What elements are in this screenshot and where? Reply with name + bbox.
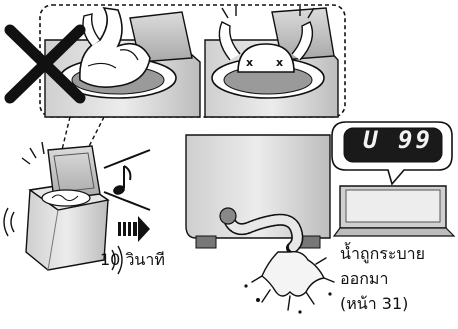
drain-label-line2: ออกมา (340, 268, 388, 290)
washer-drain-hose (186, 135, 330, 248)
svg-text:x: x (246, 56, 253, 69)
drain-label-page-ref: (หน้า 31) (340, 293, 408, 315)
alarm-sound-lines (104, 150, 150, 210)
arrow-right-icon (118, 216, 150, 242)
svg-text:x: x (276, 56, 283, 69)
control-panel (334, 186, 454, 236)
seconds-label: 10 วินาที (100, 248, 165, 273)
music-note-icon (112, 166, 131, 196)
water-splash (244, 252, 334, 314)
drain-label-line1: น้ำถูกระบาย (340, 243, 425, 265)
error-code-display: U 99 (358, 126, 438, 154)
